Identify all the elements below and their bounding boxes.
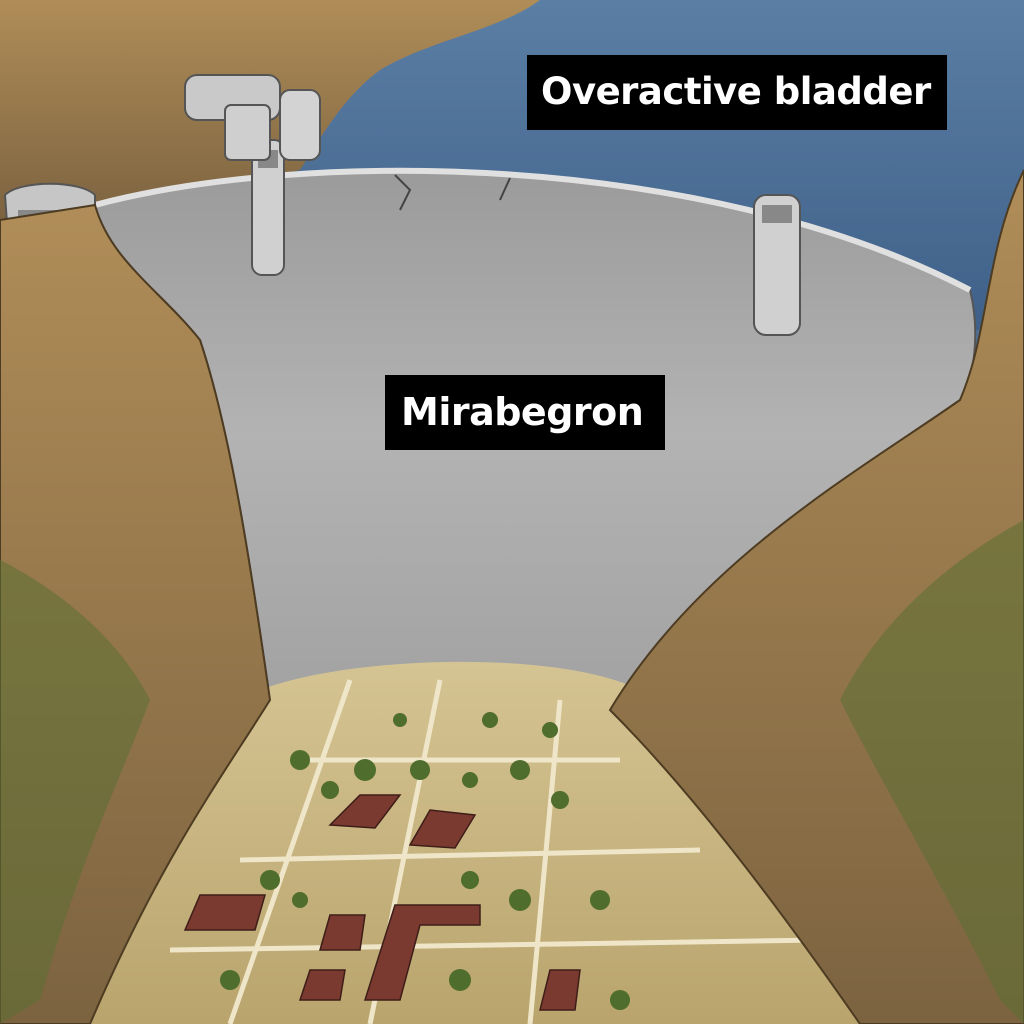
dam-crack	[394, 174, 511, 211]
town-roads	[169, 679, 821, 1024]
control-buildings	[184, 74, 321, 161]
reservoir-caption: Overactive bladder	[527, 55, 947, 130]
dam-caption: Mirabegron	[385, 375, 666, 450]
intake-tower-right	[753, 194, 801, 336]
left-canyon-vegetation	[0, 560, 150, 1024]
town-trees	[220, 712, 630, 1010]
town-buildings	[183, 794, 581, 1011]
right-canyon-vegetation	[840, 520, 1024, 1024]
dam-crest	[94, 167, 972, 293]
